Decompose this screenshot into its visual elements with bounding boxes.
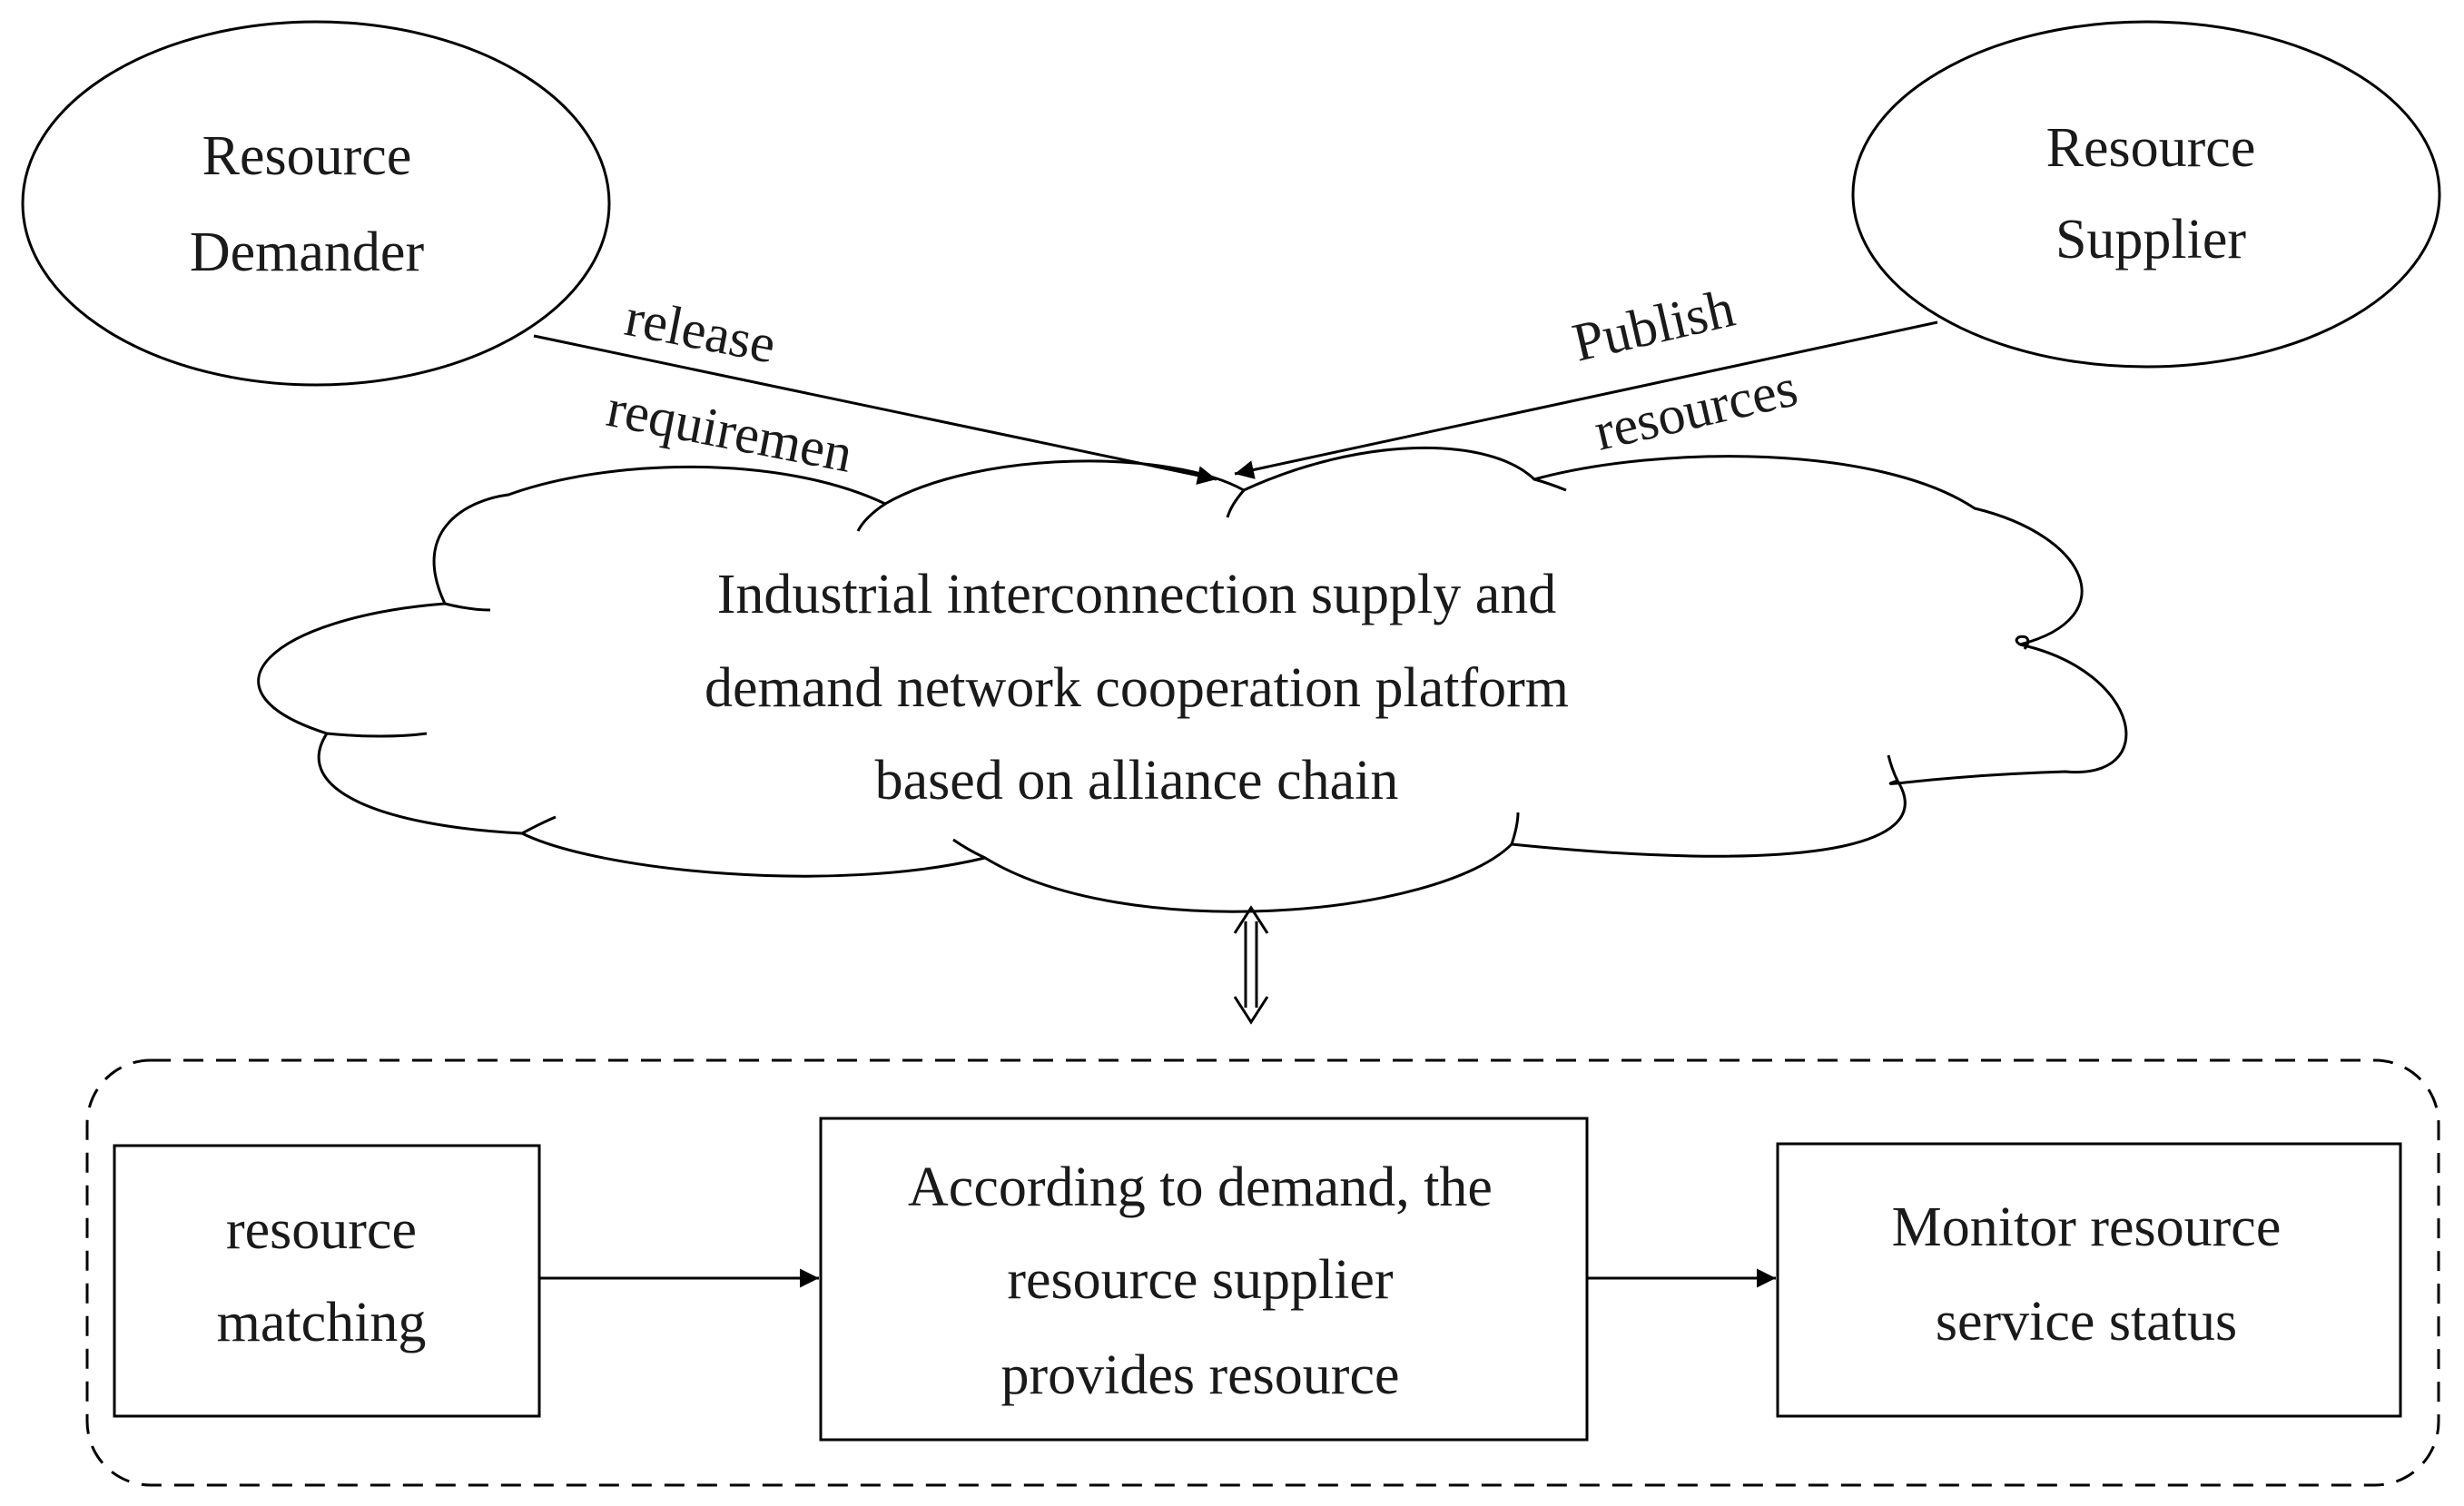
demander-label-line2: Demander bbox=[190, 221, 425, 283]
step2-label-line2: resource supplier bbox=[1007, 1249, 1394, 1311]
platform-label-line2: demand network cooperation platform bbox=[705, 657, 1569, 719]
step2-label-line1: According to demand, the bbox=[908, 1157, 1493, 1218]
step3-label-line2: service status bbox=[1936, 1291, 2237, 1353]
step2-label-line3: provides resource bbox=[1001, 1344, 1400, 1406]
supplier-label-line2: Supplier bbox=[2055, 209, 2246, 271]
resource-matching-box: resource matching bbox=[113, 1144, 541, 1418]
process-container bbox=[85, 1058, 2440, 1487]
publish-label-line1: Publish bbox=[1567, 278, 1740, 373]
step1-label-line1: resource bbox=[226, 1199, 417, 1261]
platform-cloud: Industrial interconnection supply and de… bbox=[257, 446, 2128, 913]
resource-demander-node: Resource Demander bbox=[21, 20, 611, 387]
platform-label-line1: Industrial interconnection supply and bbox=[717, 564, 1557, 625]
monitor-status-box: Monitor resource service status bbox=[1776, 1142, 2402, 1418]
publish-label-line2: resources bbox=[1589, 357, 1803, 461]
resource-supplier-node: Resource Supplier bbox=[1851, 20, 2441, 369]
platform-process-connector bbox=[1233, 905, 1269, 1025]
release-requirement-arrow: release requiremen bbox=[533, 287, 1217, 485]
step3-label-line1: Monitor resource bbox=[1892, 1196, 2282, 1258]
platform-label-line3: based on alliance chain bbox=[875, 750, 1399, 812]
publish-resources-arrow: Publish resources bbox=[1234, 278, 1938, 479]
demander-label-line1: Resource bbox=[202, 125, 412, 187]
supplier-provides-box: According to demand, the resource suppli… bbox=[819, 1117, 1589, 1442]
step1-label-line2: matching bbox=[217, 1292, 427, 1353]
release-label-line1: release bbox=[621, 287, 781, 375]
supplier-label-line1: Resource bbox=[2046, 117, 2256, 179]
